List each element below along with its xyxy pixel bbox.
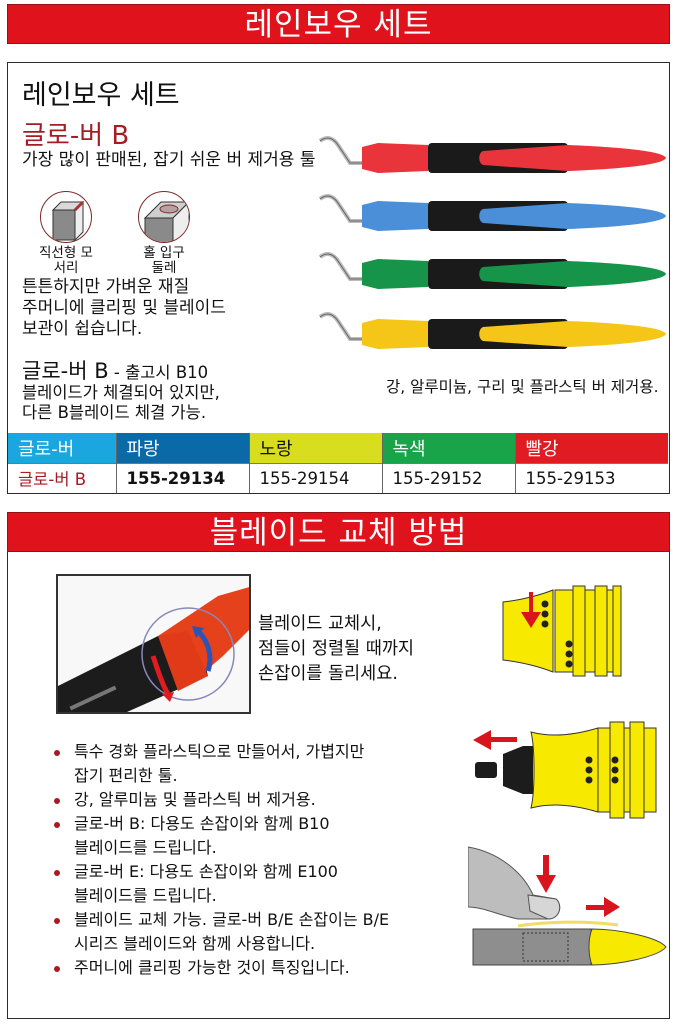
- pull-holder-diagram: [463, 702, 673, 826]
- product-description: 가장 많이 판매된, 잡기 쉬운 버 제거용 툴: [22, 150, 316, 170]
- cell-blue-code: 155-29134: [116, 462, 250, 493]
- product-color-table: 글로-버 파랑 노랑 녹색 빨강 글로-버 B 155-29134 155-29…: [8, 433, 668, 493]
- product-name: 글로-버 B: [22, 121, 130, 151]
- list-item: 주머니에 클리핑 가능한 것이 특징입니다.: [48, 956, 468, 980]
- cell-yellow-code: 155-29154: [249, 462, 383, 493]
- straight-edge-caption: 직선형 모 서리: [39, 245, 93, 276]
- cell-red-code: 155-29153: [515, 462, 668, 493]
- green-deburring-tool: [318, 249, 668, 293]
- hole-edge-caption: 홀 입구 둘레: [143, 245, 185, 276]
- header-blue: 파랑: [116, 433, 250, 463]
- rainbow-set-panel: 레인보우 세트 글로-버 B 가장 많이 판매된, 잡기 쉬운 버 제거용 툴 …: [7, 62, 670, 494]
- cell-green-code: 155-29152: [382, 462, 516, 493]
- blade-note: 글로-버 B - 출고시 B10 블레이드가 체결되어 있지만, 다른 B블레이…: [22, 359, 220, 423]
- blade-replacement-panel: 블레이드 교체시, 점들이 정렬될 때까지 손잡이를 돌리세요.: [7, 552, 670, 1019]
- section-banner-blade-replacement: 블레이드 교체 방법: [7, 512, 670, 552]
- feature-list: 튼튼하지만 가벼운 재질 주머니에 클리핑 및 블레이드 보관이 쉽습니다.: [22, 277, 226, 339]
- straight-edge-icon: [40, 191, 92, 243]
- section-banner-rainbow-set: 레인보우 세트: [7, 4, 670, 44]
- list-item: 강, 알루미늄 및 플라스틱 버 제거용.: [48, 788, 468, 812]
- header-product: 글로-버: [8, 433, 117, 463]
- header-green: 녹색: [382, 433, 516, 463]
- insert-blade-diagram: [467, 837, 668, 991]
- align-dots-diagram: [493, 572, 643, 686]
- table-header-row: 글로-버 파랑 노랑 녹색 빨강: [8, 433, 668, 463]
- replacement-instruction: 블레이드 교체시, 점들이 정렬될 때까지 손잡이를 돌리세요.: [258, 614, 415, 684]
- red-deburring-tool: [318, 133, 668, 177]
- header-yellow: 노랑: [249, 433, 383, 463]
- yellow-deburring-tool: [318, 309, 668, 353]
- table-row: 글로-버 B 155-29134 155-29154 155-29152 155…: [8, 462, 668, 493]
- header-red: 빨강: [515, 433, 668, 463]
- row-product: 글로-버 B: [8, 462, 117, 493]
- hole-edge-icon: [138, 191, 190, 243]
- panel-title: 레인보우 세트: [22, 80, 180, 111]
- handle-rotation-photo: [56, 574, 251, 714]
- usage-caption: 강, 알루미늄, 구리 및 플라스틱 버 제거용.: [386, 378, 659, 396]
- blue-deburring-tool: [318, 191, 668, 235]
